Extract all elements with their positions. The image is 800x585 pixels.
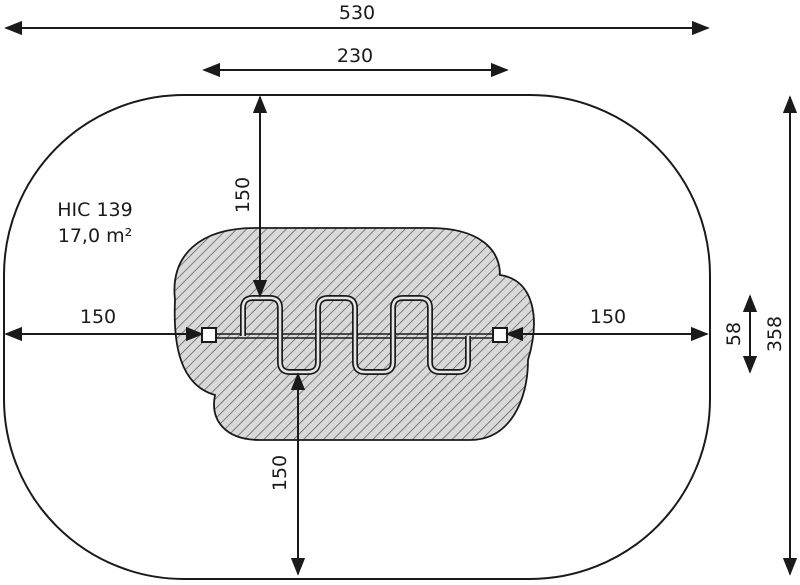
dim-overall-width-label: 530 <box>339 2 375 24</box>
dim-equipment-depth-label: 58 <box>723 322 745 346</box>
equipment-post-right <box>492 327 508 343</box>
dim-clearance-bottom-label: 150 <box>269 455 291 491</box>
dim-clearance-right-label: 150 <box>590 306 626 328</box>
product-code: HIC 139 <box>57 199 132 221</box>
safety-zone-outline <box>3 94 711 580</box>
equipment-serpentine-inner <box>241 296 470 374</box>
product-area: 17,0 m² <box>58 225 132 247</box>
dim-overall-height-label: 358 <box>764 316 786 352</box>
equipment-post-left <box>201 327 217 343</box>
dim-clearance-left-label: 150 <box>80 306 116 328</box>
dim-equipment-width-label: 230 <box>337 45 373 67</box>
dim-clearance-top-label: 150 <box>232 177 254 213</box>
